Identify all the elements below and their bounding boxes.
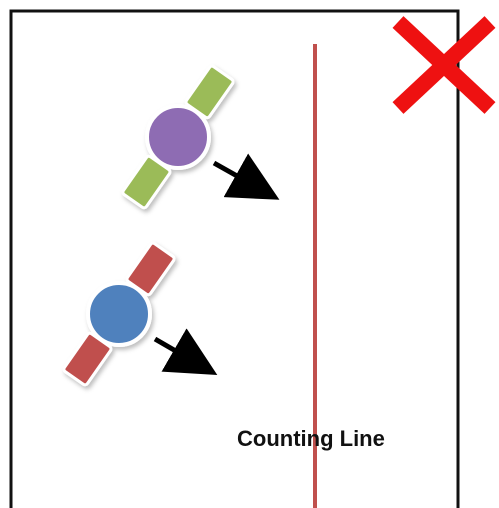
diagram-frame — [9, 9, 460, 508]
top-object-body — [145, 104, 211, 170]
bottom-object-arrow-icon — [153, 328, 218, 376]
bottom-object-satellite-icon — [62, 241, 176, 387]
counting-line-label: Counting Line — [237, 426, 385, 451]
bottom-object-body — [86, 281, 152, 347]
top-object-arrow-icon — [212, 153, 280, 200]
top-object-satellite-icon — [121, 64, 235, 210]
cross-icon — [392, 16, 496, 114]
